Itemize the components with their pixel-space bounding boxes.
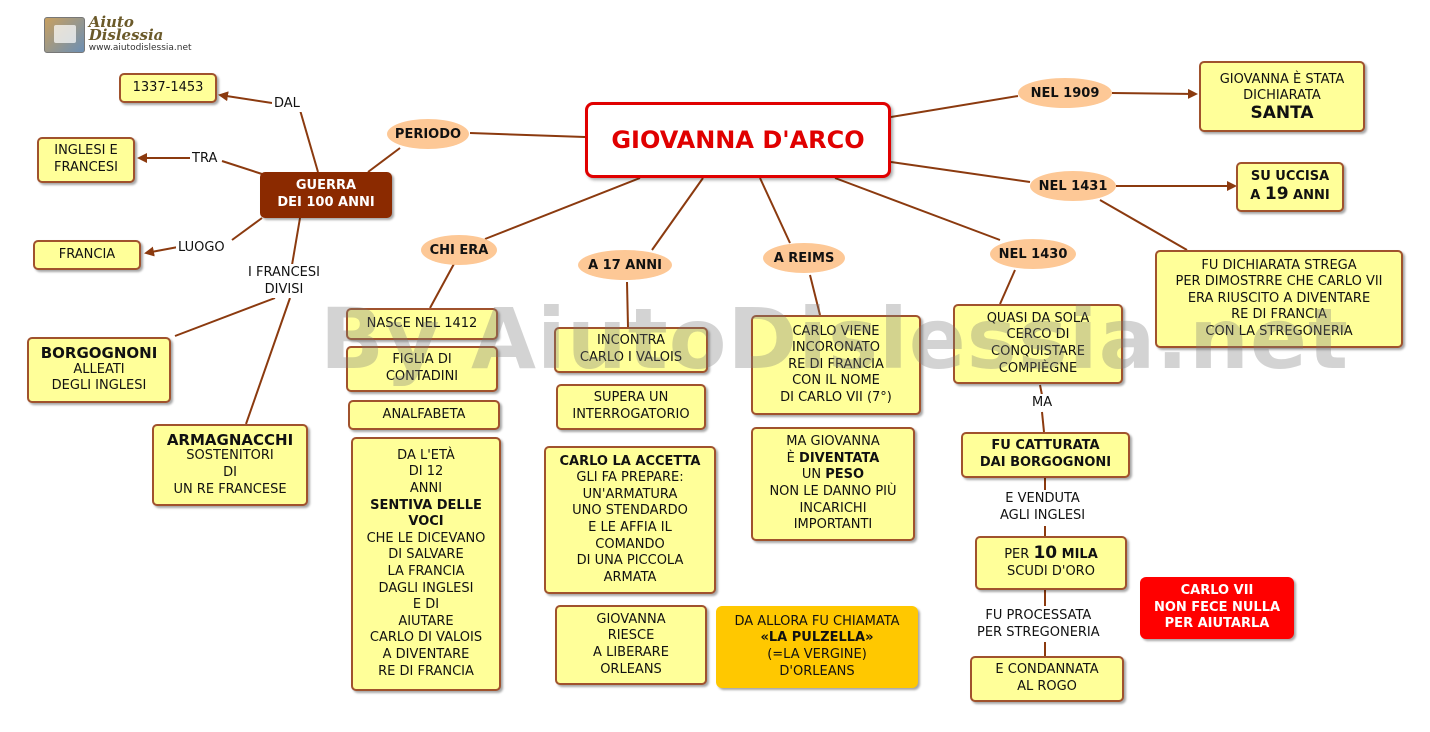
link	[626, 281, 629, 328]
box-armagnacchi: ARMAGNACCHI SOSTENITORI DI UN RE FRANCES…	[152, 424, 308, 506]
box-orleans: GIOVANNA RIESCE A LIBERARE ORLEANS	[555, 605, 707, 685]
site-logo[interactable]: Aiuto Dislessia www.aiutodislessia.net	[44, 12, 204, 54]
node-reims: A REIMS	[763, 243, 845, 273]
link	[429, 261, 456, 309]
box-peso: MA GIOVANNA È DIVENTATA UN PESO NON LE D…	[751, 427, 915, 541]
book-icon	[44, 17, 85, 53]
link	[231, 217, 263, 241]
box-catturata: FU CATTURATA DAI BORGOGNONI	[961, 432, 1130, 478]
box-nasce: NASCE NEL 1412	[346, 308, 498, 340]
link	[759, 177, 791, 244]
link	[890, 95, 1019, 118]
link	[651, 177, 704, 251]
box-uccisa: SU UCCISA A 19 ANNI	[1236, 162, 1344, 212]
box-supera: SUPERA UN INTERROGATORIO	[556, 384, 706, 430]
label-ma: MA	[1030, 394, 1055, 411]
box-francia: FRANCIA	[33, 240, 141, 270]
label-venduta: E VENDUTA AGLI INGLESI	[998, 490, 1088, 524]
box-date: 1337-1453	[119, 73, 217, 103]
box-carlo-viene: CARLO VIENE INCORONATO RE DI FRANCIA CON…	[751, 315, 921, 415]
link	[1099, 199, 1188, 251]
link	[299, 109, 319, 173]
node-a17: A 17 ANNI	[578, 250, 672, 280]
node-periodo: PERIODO	[387, 119, 469, 149]
label-processata: FU PROCESSATA PER STREGONERIA	[975, 607, 1102, 641]
main-title: GIOVANNA D'ARCO	[585, 102, 891, 178]
box-guerra: GUERRA DEI 100 ANNI	[260, 172, 392, 218]
logo-url: www.aiutodislessia.net	[88, 42, 192, 53]
node-chi-era: CHI ERA	[421, 235, 497, 265]
link	[890, 161, 1031, 183]
link	[469, 132, 586, 138]
link	[1041, 411, 1045, 433]
link	[834, 177, 1001, 241]
link	[218, 91, 273, 104]
box-santa: GIOVANNA È STATA DICHIARATA SANTA	[1199, 61, 1365, 132]
link	[484, 177, 641, 240]
box-carlo-vii: CARLO VII NON FECE NULLA PER AIUTARLA	[1140, 577, 1294, 639]
link	[144, 246, 179, 257]
node-nel1909: NEL 1909	[1018, 78, 1112, 108]
node-nel1430: NEL 1430	[990, 239, 1076, 269]
link	[1039, 384, 1043, 396]
box-rogo: E CONDANNATA AL ROGO	[970, 656, 1124, 702]
link	[221, 160, 263, 175]
box-compiegne: QUASI DA SOLA CERCO DI CONQUISTARE COMPI…	[953, 304, 1123, 384]
box-strega: FU DICHIARATA STREGA PER DIMOSTRRE CHE C…	[1155, 250, 1403, 348]
link	[1111, 88, 1198, 99]
box-analfabeta: ANALFABETA	[348, 400, 500, 430]
label-dal: DAL	[272, 95, 302, 112]
link	[174, 297, 276, 337]
label-luogo: LUOGO	[176, 239, 227, 256]
box-borgognoni: BORGOGNONI ALLEATI DEGLI INGLESI	[27, 337, 171, 403]
link	[809, 274, 821, 316]
link	[367, 147, 401, 173]
link	[291, 217, 301, 266]
box-incontra: INCONTRA CARLO I VALOIS	[554, 327, 708, 373]
link	[245, 297, 291, 425]
box-figlia: FIGLIA DI CONTADINI	[346, 346, 498, 392]
node-nel1431: NEL 1431	[1030, 171, 1116, 201]
link	[999, 269, 1016, 305]
label-tra: TRA	[190, 150, 220, 167]
box-accetta: CARLO LA ACCETTA GLI FA PREPARE: UN'ARMA…	[544, 446, 716, 594]
box-pulzella: DA ALLORA FU CHIAMATA «LA PULZELLA» (=LA…	[716, 606, 918, 688]
box-voci: DA L'ETÀ DI 12 ANNI SENTIVA DELLE VOCI C…	[351, 437, 501, 691]
box-inglesi-francesi: INGLESI E FRANCESI	[37, 137, 135, 183]
box-scudi: PER 10 MILA SCUDI D'ORO	[975, 536, 1127, 590]
logo-title: Aiuto Dislessia	[88, 12, 164, 44]
label-francesi-divisi: I FRANCESI DIVISI	[246, 264, 322, 298]
